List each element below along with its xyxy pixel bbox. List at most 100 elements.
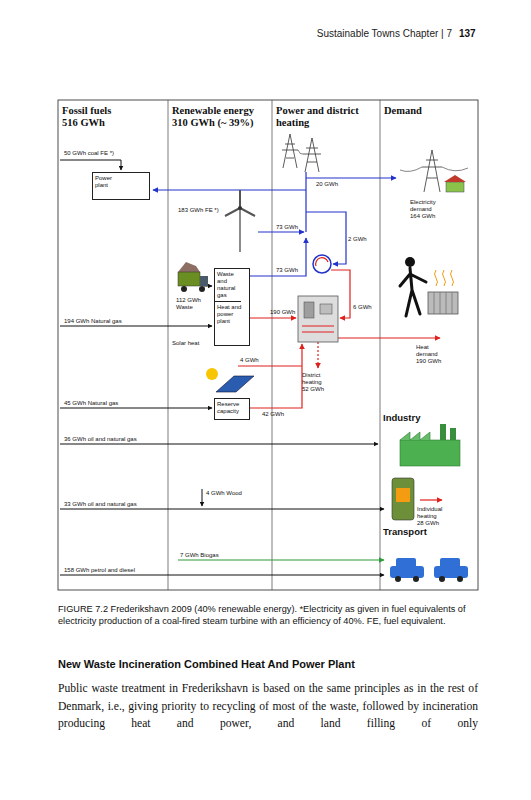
flow-value: 190 GWh <box>270 309 295 316</box>
heat-pump-symbol <box>313 255 331 273</box>
grid-trunk <box>305 172 306 232</box>
turbine-blades <box>225 190 255 216</box>
person-head <box>405 257 415 267</box>
box-label: Reserve capacity <box>215 399 245 417</box>
oil-gas-flow <box>60 509 384 510</box>
flow-value: 33 GWh oil and natural gas <box>64 501 137 508</box>
flow-value: 6 GWh <box>353 304 372 311</box>
power-wire <box>298 150 303 154</box>
demand-label: Heat demand 190 GWh <box>416 344 446 365</box>
turbine-hub <box>238 206 242 210</box>
column-heading: Fossil fuels 516 GWh <box>62 105 120 129</box>
flow-value: 73 GWh <box>276 267 298 274</box>
car-wheel <box>457 576 463 582</box>
truck-wheel <box>181 286 187 292</box>
boiler-fire <box>396 488 410 502</box>
sector-label: Industry <box>383 412 420 423</box>
plant-tank <box>304 302 314 318</box>
electricity-flow <box>258 231 304 232</box>
plant-unit <box>320 304 332 314</box>
biogas-flow <box>178 559 384 560</box>
house-icon <box>446 182 464 192</box>
column-heading: Demand <box>384 105 422 117</box>
power-wire <box>400 167 468 171</box>
plant-box: Waste and natural gasHeat and power plan… <box>214 268 250 346</box>
flow-value: 158 GWh petrol and diesel <box>64 567 135 574</box>
box-label: Power plant <box>93 173 121 191</box>
factory-icon <box>400 440 460 466</box>
district-heat-flow <box>317 342 318 368</box>
truck-wheel <box>199 286 205 292</box>
flow-value: 194 GWh Natural gas <box>64 318 122 325</box>
plant-box: Power plant <box>92 172 150 200</box>
radiator-icon <box>428 292 458 314</box>
pylon-icon <box>282 134 298 168</box>
petrol-flow <box>60 575 384 576</box>
car-cabin <box>396 558 416 568</box>
flow-value: 36 GWh oil and natural gas <box>64 436 137 443</box>
heat-flow <box>420 499 442 500</box>
flow-value: 7 GWh Biogas <box>180 552 219 559</box>
flow-value: 112 GWh Waste <box>176 297 204 311</box>
gas-flow <box>60 326 212 327</box>
flow-value: 4 GWh Wood <box>206 490 242 497</box>
heat-plant-icon <box>298 296 338 342</box>
person-body <box>400 268 426 316</box>
running-header: Sustainable Towns Chapter | 7 <box>200 28 452 40</box>
sector-label: Transport <box>383 526 427 537</box>
boiler-icon <box>392 478 414 520</box>
turbine-tower <box>239 208 241 252</box>
figure-caption: FIGURE 7.2 Frederikshavn 2009 (40% renew… <box>58 603 478 628</box>
electricity-flow <box>153 189 306 190</box>
factory-roof <box>400 432 430 440</box>
heat-flow <box>250 317 296 318</box>
sun-icon <box>206 368 218 380</box>
box-label: Heat and power plant <box>215 302 245 327</box>
car-wheel <box>439 576 445 582</box>
coal-flow <box>60 160 121 170</box>
flow-value: 42 GWh <box>262 411 284 418</box>
heat-pump-arc <box>316 258 328 266</box>
box-label: Waste and natural gas <box>215 269 241 302</box>
demand-label: District heating 52 GWh <box>302 372 328 393</box>
column-divider <box>272 100 273 590</box>
truck-cab <box>200 276 208 286</box>
demand-label: Electricity demand 164 GWh <box>410 199 440 220</box>
heat-flow <box>338 337 440 338</box>
pylon-icon <box>422 150 442 192</box>
heat-waves <box>435 270 454 286</box>
column-divider <box>168 100 169 590</box>
factory-chimney <box>440 424 446 440</box>
solar-heat-flow <box>238 365 302 366</box>
demand-label: Individual heating 28 GWh <box>417 506 444 527</box>
page-number: 137 <box>459 28 476 40</box>
electricity-flow <box>306 177 396 178</box>
flow-value: 4 GWh <box>240 357 259 364</box>
column-divider <box>380 100 381 590</box>
plant-pipe <box>302 326 334 332</box>
heat-flow <box>250 344 302 408</box>
electricity-flow <box>250 238 306 276</box>
section-heading: New Waste Incineration Combined Heat And… <box>58 657 478 671</box>
flow-value: 50 GWh coal FE *) <box>64 150 114 157</box>
flow-value: 73 GWh <box>276 224 298 231</box>
car-wheel <box>413 576 419 582</box>
factory-chimney <box>450 428 456 440</box>
oil-gas-flow <box>60 444 378 445</box>
column-heading: Power and district heating <box>276 105 376 129</box>
figure-frame <box>58 100 478 590</box>
flow-value: 2 GWh <box>348 236 367 243</box>
flow-value: 183 GWh FE *) <box>178 207 219 214</box>
car-wheel <box>395 576 401 582</box>
waste-pile <box>178 262 200 272</box>
body-text: Public waste treatment in Frederikshavn … <box>58 680 478 733</box>
column-heading: Renewable energy 310 GWh (~ 39%) <box>172 105 264 129</box>
plant-box: Reserve capacity <box>214 398 250 420</box>
pylon-icon <box>303 138 321 172</box>
source-label: Solar heat <box>172 340 199 347</box>
car-cabin <box>440 558 460 568</box>
truck-body <box>178 272 200 286</box>
flow-value: 45 GWh Natural gas <box>64 400 118 407</box>
flow-value: 20 GWh <box>316 181 338 188</box>
